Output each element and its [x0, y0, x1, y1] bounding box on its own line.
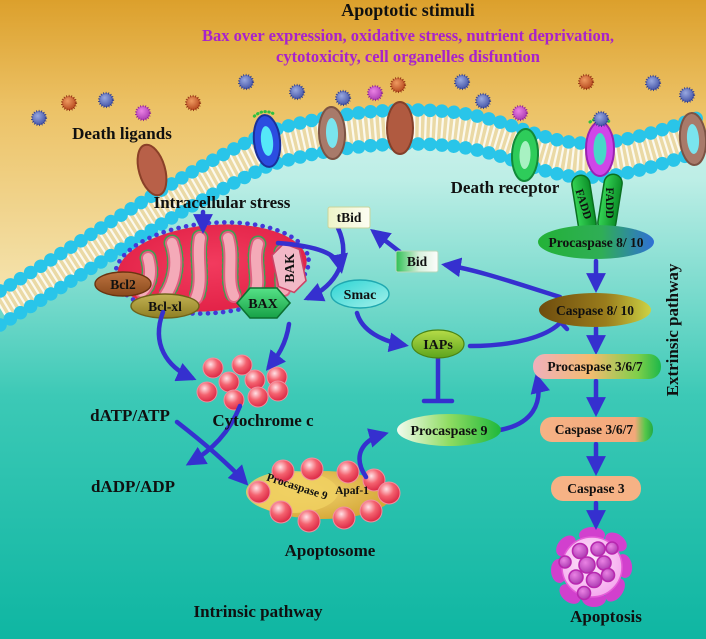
dadp-adp-label: dADP/ADP — [91, 477, 175, 496]
apoptosome-label: Apoptosome — [285, 541, 376, 560]
iaps-node: IAPs — [411, 329, 465, 359]
tbid-node: tBid — [327, 206, 371, 229]
membrane-receptor-blue — [252, 110, 282, 168]
death-ligands-label: Death ligands — [72, 124, 172, 143]
procaspase-8-10-label: Procaspase 8/ 10 — [549, 235, 644, 250]
apaf1-label: Apaf-1 — [335, 485, 369, 497]
arrow-mitochondria-to-cytochrome-right — [265, 321, 292, 371]
caspase-3-6-7-label: Caspase 3/6/7 — [555, 422, 634, 437]
caspase-8-10-label: Caspase 8/ 10 — [556, 303, 634, 318]
iaps-label: IAPs — [423, 338, 453, 353]
bcl-xl-protein: Bcl-xl — [130, 293, 200, 319]
fadd-adaptor-right: FADD — [597, 173, 623, 233]
bcl-xl-label: Bcl-xl — [148, 299, 182, 314]
extracellular-background — [0, 0, 706, 308]
apoptotic-bodies — [558, 541, 619, 601]
extrinsic-pathway-label: Extrinsic pathway — [663, 263, 682, 396]
intracellular-stress-label: Intracellular stress — [154, 193, 291, 212]
arrow-datp-to-apoptosome — [174, 419, 249, 486]
cytochrome-c-dots — [196, 354, 289, 411]
bid-label: Bid — [407, 254, 428, 269]
caspase-8-10-node: Caspase 8/ 10 — [539, 293, 651, 327]
bid-node: Bid — [395, 250, 439, 273]
subtitle-line2: cytotoxicity, cell organelles disfuntion — [276, 47, 540, 66]
apoptosis-label: Apoptosis — [570, 607, 642, 626]
arrow-mitochondria-to-cytochrome-left — [156, 309, 197, 382]
arrow-procaspase9-to-procaspase367 — [497, 373, 550, 433]
fadd-right-label: FADD — [603, 187, 615, 218]
datp-atp-label: dATP/ATP — [90, 406, 170, 425]
arrow-caspase810-to-bid — [441, 257, 563, 300]
procaspase-9-label: Procaspase 9 — [410, 424, 487, 439]
caspase-3-label: Caspase 3 — [567, 481, 625, 496]
tbid-label: tBid — [337, 210, 362, 225]
membrane-receptor-brown-2 — [317, 106, 347, 160]
subtitle-line1: Bax over expression, oxidative stress, n… — [202, 26, 614, 45]
fadd-adaptor-left: FADD — [571, 174, 597, 234]
membrane-receptor-brown-4 — [678, 112, 706, 166]
bak-label: BAK — [282, 253, 297, 283]
pathway-arrows — [156, 209, 606, 530]
inhibit-iaps-to-caspase810 — [467, 321, 562, 349]
arrow-to-dadp — [185, 403, 243, 466]
death-receptor-label: Death receptor — [451, 178, 560, 197]
procaspase-3-6-7-node: Procaspase 3/6/7 — [533, 354, 661, 379]
cytochrome-c-label: Cytochrome c — [212, 411, 314, 430]
smac-node: Smac — [330, 279, 390, 309]
bcl2-label: Bcl2 — [110, 277, 136, 292]
diagram-title: Apoptotic stimuli — [341, 0, 475, 20]
arrow-bid-to-tbid — [370, 228, 403, 255]
membrane-receptor-brown-1 — [136, 143, 168, 197]
caspase-3-6-7-node: Caspase 3/6/7 — [540, 417, 653, 442]
procaspase-8-10-node: Procaspase 8/ 10 — [538, 225, 654, 259]
procaspase-9-node: Procaspase 9 — [397, 414, 501, 446]
bax-label: BAX — [248, 297, 278, 312]
arrow-mitochondria-to-smac — [275, 240, 348, 274]
membrane-bead-row-bottom — [0, 137, 706, 332]
membrane-receptor-green — [510, 128, 540, 182]
apoptosome-cytochrome-spheres — [247, 457, 401, 533]
bcl2-protein: Bcl2 — [94, 271, 152, 297]
membrane-receptor-brown-3 — [386, 101, 414, 155]
caspase-3-node: Caspase 3 — [551, 476, 641, 501]
procaspase-3-6-7-label: Procaspase 3/6/7 — [547, 359, 643, 374]
bax-protein: BAX — [235, 287, 292, 319]
apoptosome-complex: Procaspase 9 Apaf-1 — [246, 457, 401, 533]
apoptotic-cell — [550, 527, 633, 607]
smac-label: Smac — [344, 288, 377, 303]
arrow-smac-to-iaps — [354, 310, 409, 353]
death-ligand-particles — [30, 73, 696, 128]
arrow-apoptosome-to-procaspase9 — [357, 428, 389, 480]
intrinsic-pathway-label: Intrinsic pathway — [194, 602, 323, 621]
